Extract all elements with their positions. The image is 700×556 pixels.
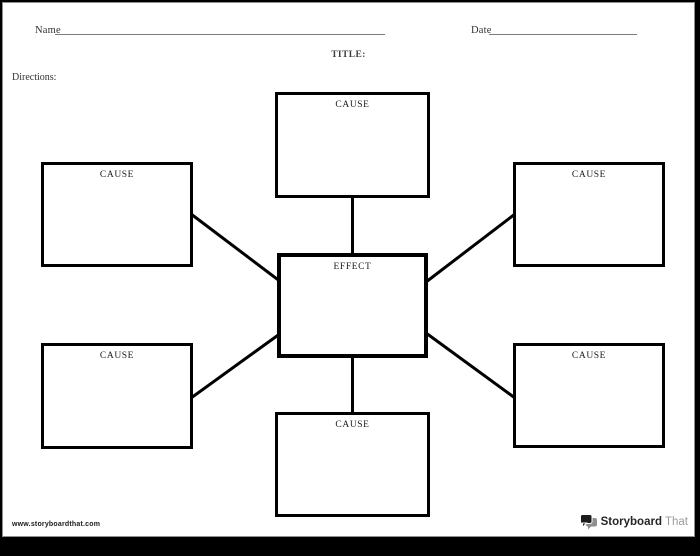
name-fill-in-line[interactable] bbox=[55, 34, 385, 35]
speech-bubbles-logo-icon bbox=[579, 513, 597, 529]
logo-text-primary: Storyboard bbox=[600, 516, 662, 528]
connector-bottom-right-diagonal bbox=[425, 331, 516, 400]
connector-lines bbox=[190, 196, 516, 414]
title-label: TITLE: bbox=[331, 50, 366, 60]
logo-text-secondary: That bbox=[664, 516, 688, 528]
effect-box[interactable]: EFFECT bbox=[277, 253, 428, 358]
directions-label: Directions: bbox=[12, 72, 57, 83]
cause-box-bottom-center[interactable]: CAUSE bbox=[275, 412, 430, 517]
effect-box-label: EFFECT bbox=[333, 262, 372, 272]
date-fill-in-line[interactable] bbox=[489, 34, 637, 35]
cause-box-bottom-left[interactable]: CAUSE bbox=[41, 343, 193, 449]
connector-top-left-diagonal bbox=[190, 212, 282, 284]
cause-box-bottom-right[interactable]: CAUSE bbox=[513, 343, 665, 448]
cause-box-label: CAUSE bbox=[571, 351, 607, 361]
website-url-text: www.storyboardthat.com bbox=[12, 521, 101, 528]
worksheet-page: Name Date TITLE: Directions: CAUSE CAUSE… bbox=[2, 2, 695, 537]
cause-box-label: CAUSE bbox=[335, 420, 370, 430]
name-label: Name bbox=[35, 25, 61, 36]
cause-box-label: CAUSE bbox=[99, 170, 135, 180]
footer-black-bar bbox=[0, 537, 700, 556]
cause-box-top-left[interactable]: CAUSE bbox=[41, 162, 193, 267]
cause-box-top-right[interactable]: CAUSE bbox=[513, 162, 665, 267]
date-label: Date bbox=[471, 25, 492, 36]
cause-box-top-center[interactable]: CAUSE bbox=[275, 92, 430, 198]
connector-bottom-left-diagonal bbox=[190, 331, 282, 400]
connector-top-right-diagonal bbox=[425, 212, 516, 284]
cause-box-label: CAUSE bbox=[335, 100, 370, 110]
cause-box-label: CAUSE bbox=[99, 351, 135, 361]
cause-box-label: CAUSE bbox=[571, 170, 607, 180]
